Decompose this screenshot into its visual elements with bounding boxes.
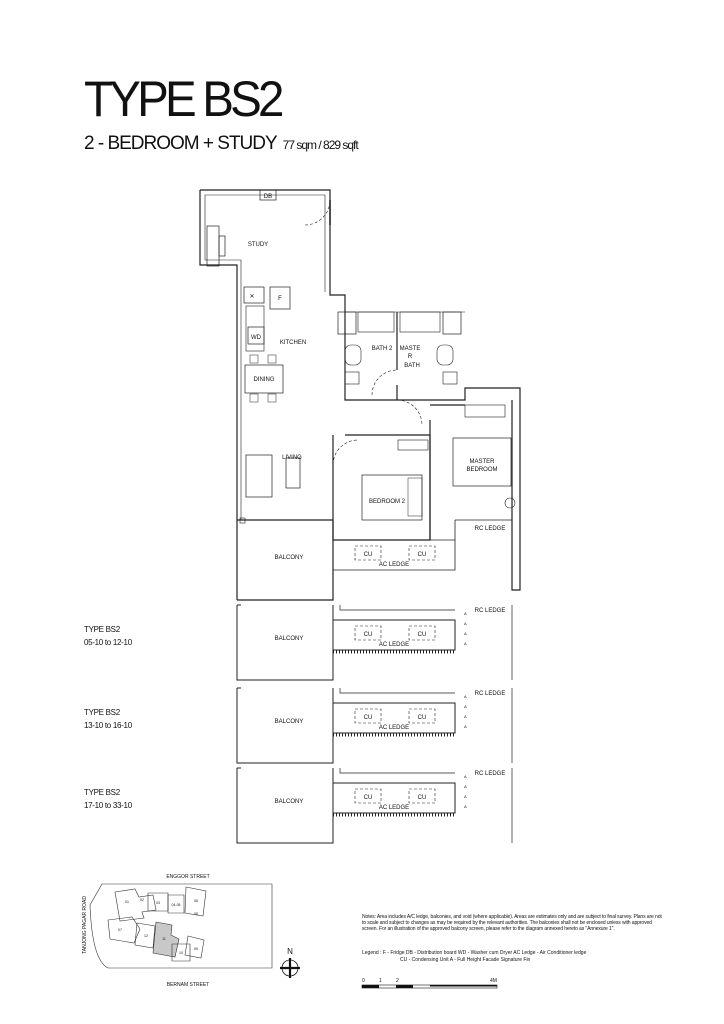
variant-label: TYPE BS2 05-10 to 12-10 [84, 623, 132, 649]
label-cu: CU [418, 715, 427, 721]
unit-area: 77 sqm / 829 sqft [282, 138, 359, 152]
label-master-bath-1: MASTE [400, 346, 421, 352]
label-rc-ledge: RC LEDGE [475, 526, 506, 532]
block-label: 10 [179, 951, 183, 955]
label-cu: CU [418, 795, 427, 801]
label-balcony: BALCONY [275, 555, 304, 561]
label-rc-ledge: RC LEDGE [475, 771, 506, 777]
variant-label: TYPE BS2 13-10 to 16-10 [84, 706, 132, 732]
scale-tick: 0 [362, 978, 365, 984]
variant-type: TYPE BS2 [84, 708, 120, 717]
fin-marker: A [464, 704, 467, 709]
label-kitchen: KITCHEN [280, 340, 306, 346]
label-balcony: BALCONY [275, 719, 304, 725]
key-plan-highlight-block [152, 921, 180, 958]
north-arrow-icon [280, 958, 300, 978]
variant-type: TYPE BS2 [84, 625, 120, 634]
label-dining: DINING [254, 377, 275, 383]
block-label: 03 [156, 901, 160, 905]
fin-marker: A [464, 794, 467, 799]
label-ac-ledge: AC LEDGE [379, 725, 409, 731]
label-bedroom2: BEDROOM 2 [369, 499, 406, 505]
outer-wall-left [199, 190, 238, 600]
label-master-bedroom-2: BEDROOM [466, 467, 497, 473]
label-balcony: BALCONY [275, 799, 304, 805]
legend-line-1: Legend : F - Fridge DB - Distribution bo… [362, 950, 587, 956]
fin-marker: A [464, 641, 467, 646]
legend-line-2: CU - Condensing Unit A - Full Height Fac… [400, 956, 531, 963]
label-wd: WD [251, 335, 262, 341]
street-south: BERNAM STREET [167, 982, 210, 988]
block-label: 07 [118, 928, 122, 932]
block-label: 11 [162, 937, 166, 941]
fin-marker: A [464, 694, 467, 699]
fin-marker: A [464, 611, 467, 616]
label-cu: CU [364, 632, 373, 638]
label-ac-ledge: AC LEDGE [379, 642, 409, 648]
scale-tick: 1 [379, 978, 382, 984]
fin-marker: A [464, 724, 467, 729]
label-cu: CU [364, 795, 373, 801]
block-label: 02 [140, 898, 144, 902]
variant-label: TYPE BS2 17-10 to 33-10 [84, 786, 132, 812]
fin-marker: A [464, 784, 467, 789]
label-rc-ledge: RC LEDGE [475, 691, 506, 697]
block-label: 04-05 [172, 903, 181, 907]
legend: Legend : F - Fridge DB - Distribution bo… [362, 950, 662, 963]
block-label: 08 [194, 912, 198, 916]
block-label: 01 [125, 900, 129, 904]
variant-units: 05-10 to 12-10 [84, 638, 132, 647]
label-master-bath-2: R [408, 354, 413, 360]
fin-marker: A [464, 804, 467, 809]
key-plan [89, 883, 273, 969]
unit-subtitle: 2 - BEDROOM + STUDY 77 sqm / 829 sqft [84, 133, 359, 155]
label-ac-ledge: AC LEDGE [379, 805, 409, 811]
scale-tick: 4M [490, 978, 497, 984]
label-study: STUDY [248, 242, 268, 248]
page-title: TYPE BS2 [84, 71, 284, 127]
variant-type: TYPE BS2 [84, 788, 120, 797]
fin-marker: A [464, 631, 467, 636]
label-cu: CU [418, 552, 427, 558]
notes-text: Notes: Area includes A/C ledge, balconie… [362, 914, 662, 933]
fin-marker: A [464, 621, 467, 626]
x-mark: ✕ [249, 294, 254, 300]
label-ac-ledge: AC LEDGE [379, 562, 409, 568]
label-balcony: BALCONY [275, 636, 304, 642]
label-rc-ledge: RC LEDGE [475, 608, 506, 614]
label-bath2: BATH 2 [372, 346, 393, 352]
unit-type: 2 - BEDROOM + STUDY [84, 133, 278, 154]
scale-bar: 0 1 2 4M [361, 978, 498, 989]
variant-units: 13-10 to 16-10 [84, 721, 132, 730]
scale-tick: 2 [396, 978, 399, 984]
label-db: DB [264, 194, 272, 200]
outer-wall [200, 189, 521, 591]
label-cu: CU [418, 632, 427, 638]
label-living: LIVING [282, 455, 302, 461]
road-west: TANJONG PAGAR ROAD [82, 896, 88, 954]
fin-marker: A [464, 774, 467, 779]
label-cu: CU [364, 715, 373, 721]
variant-units: 17-10 to 33-10 [84, 801, 132, 810]
street-north: ENGGOR STREET [166, 874, 209, 880]
label-master-bath-3: BATH [404, 363, 420, 369]
block-label: 12 [144, 934, 148, 938]
block-label: 06 [194, 899, 198, 903]
north-label: N [287, 947, 293, 956]
block-label: 09 [194, 947, 198, 951]
label-master-bedroom-1: MASTER [469, 459, 495, 465]
label-fridge: F [278, 296, 282, 302]
fin-marker: A [464, 714, 467, 719]
label-cu: CU [364, 552, 373, 558]
